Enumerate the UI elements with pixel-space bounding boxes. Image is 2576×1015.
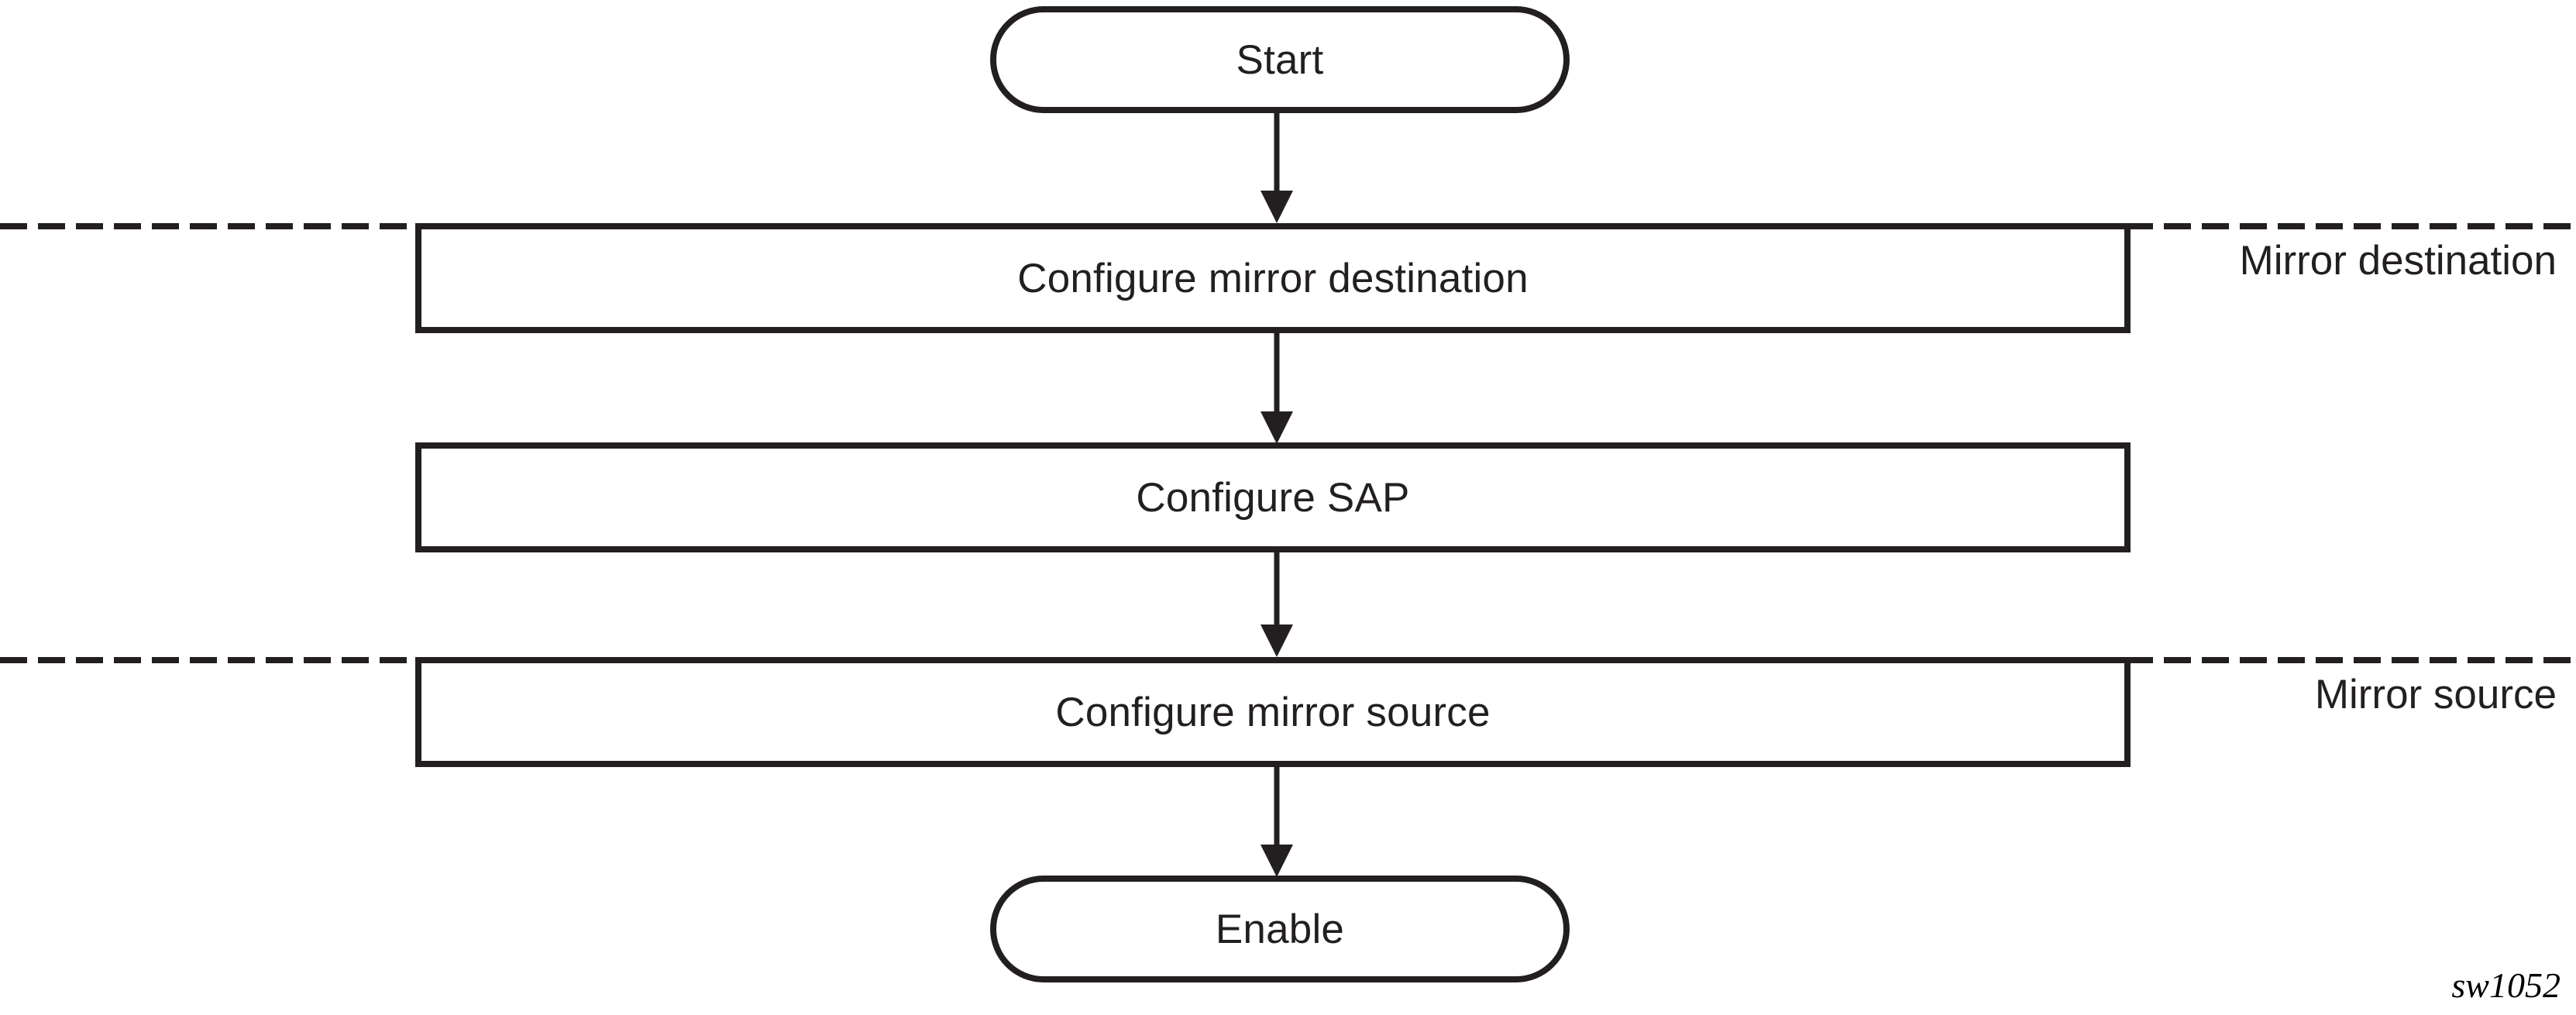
connector-start-to-configure-mirror-destination [1260, 113, 1293, 223]
node-configure-mirror-destination-label: Configure mirror destination [1017, 255, 1529, 301]
figure-id-watermark: sw1052 [2451, 965, 2561, 1005]
connector-configure-sap-to-configure-mirror-source [1260, 552, 1293, 657]
node-enable-label: Enable [1215, 906, 1345, 952]
arrowhead-down-icon [1260, 191, 1293, 223]
lane-label-mirror-source: Mirror source [2314, 672, 2557, 717]
node-configure-mirror-source-label: Configure mirror source [1055, 689, 1491, 735]
node-configure-sap-label: Configure SAP [1136, 474, 1410, 521]
node-configure-sap[interactable]: Configure SAP [415, 442, 2131, 552]
connector-stem [1274, 113, 1280, 191]
connector-configure-mirror-destination-to-configure-sap [1260, 333, 1293, 444]
node-start[interactable]: Start [990, 6, 1570, 113]
node-enable[interactable]: Enable [990, 876, 1570, 982]
arrowhead-down-icon [1260, 411, 1293, 444]
node-configure-mirror-source[interactable]: Configure mirror source [415, 657, 2131, 767]
connector-configure-mirror-source-to-enable [1260, 767, 1293, 877]
lane-label-mirror-destination: Mirror destination [2239, 238, 2557, 284]
arrowhead-down-icon [1260, 845, 1293, 877]
connector-stem [1274, 552, 1280, 624]
node-configure-mirror-destination[interactable]: Configure mirror destination [415, 223, 2131, 333]
arrowhead-down-icon [1260, 624, 1293, 657]
node-start-label: Start [1236, 36, 1324, 83]
connector-stem [1274, 767, 1280, 845]
connector-stem [1274, 333, 1280, 411]
